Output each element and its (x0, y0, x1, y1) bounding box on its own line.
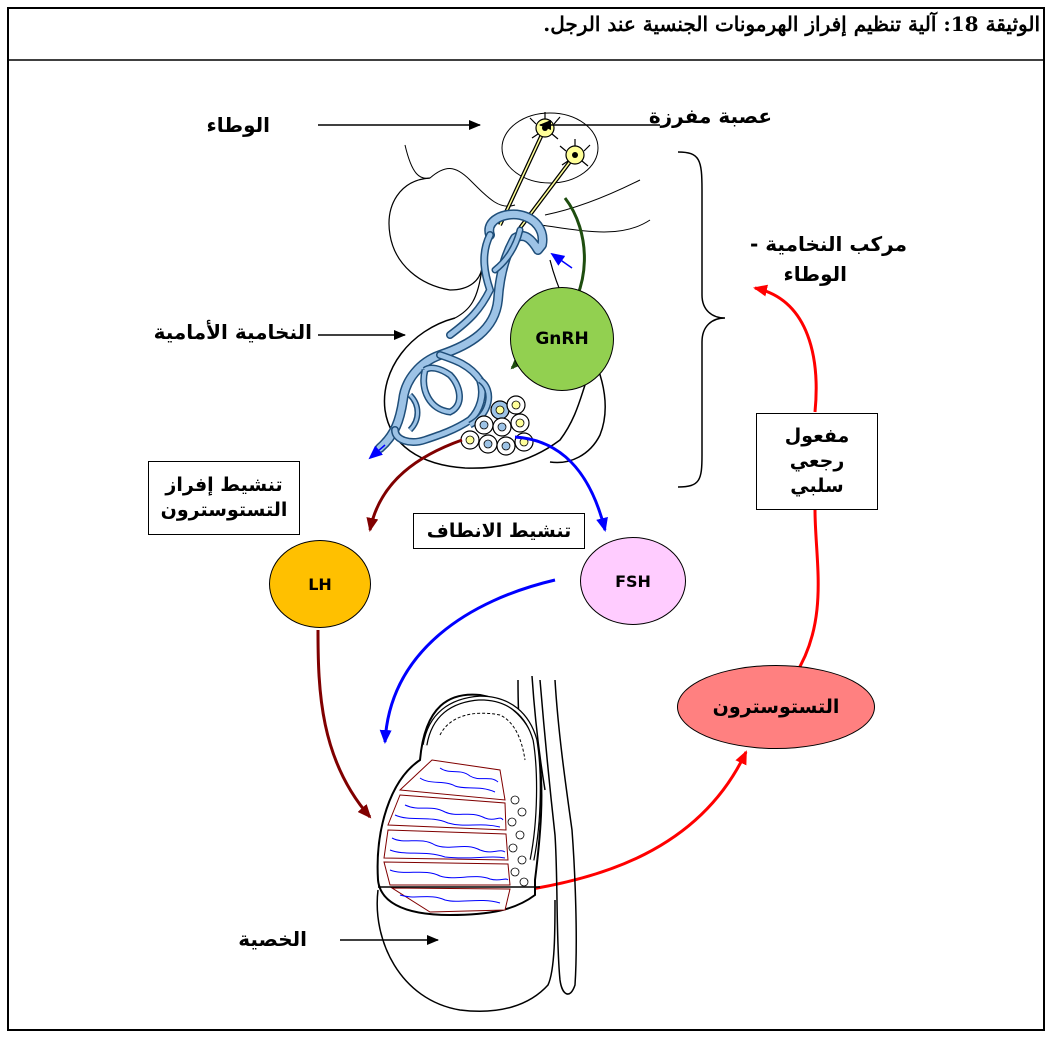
box-testosterone-stimulation-line1: تنشيط إفراز (165, 473, 282, 498)
complex-bracket (678, 152, 725, 487)
testis-to-testosterone-arrow (512, 752, 746, 892)
pituitary-illustration (370, 112, 650, 468)
box-negative-feedback-line1: مفعول رجعي (757, 424, 877, 473)
box-negative-feedback: مفعول رجعي سلبي (756, 413, 878, 510)
label-neurosecretory-neuron: عصبة مفرزة (649, 104, 772, 129)
box-negative-feedback-line2: سلبي (790, 474, 843, 499)
box-spermatogenesis-stimulation: تنشيط الانطاف (413, 513, 585, 549)
testis-illustration (377, 676, 576, 1011)
label-complex-line1: مركب النخامية - (750, 232, 907, 257)
hormone-fsh: FSH (580, 537, 686, 625)
label-testis: الخصية (238, 927, 307, 952)
hormone-gnrh: GnRH (510, 287, 614, 391)
label-hypothalamus: الوطاء (207, 113, 270, 138)
box-testosterone-stimulation-line2: التستوسترون (161, 498, 288, 523)
page-title: الوثيقة 18: آلية تنظيم إفراز الهرمونات ا… (543, 12, 1040, 36)
box-testosterone-stimulation: تنشيط إفراز التستوسترون (148, 461, 300, 535)
lh-to-testis-arrow (318, 630, 370, 817)
label-complex-line2: الوطاء (784, 262, 847, 287)
hormone-testosterone: التستوسترون (677, 665, 875, 749)
label-anterior-pituitary: النخامية الأمامية (154, 320, 312, 345)
hormone-lh: LH (269, 540, 371, 628)
gnrh-release-arrow (552, 254, 572, 268)
